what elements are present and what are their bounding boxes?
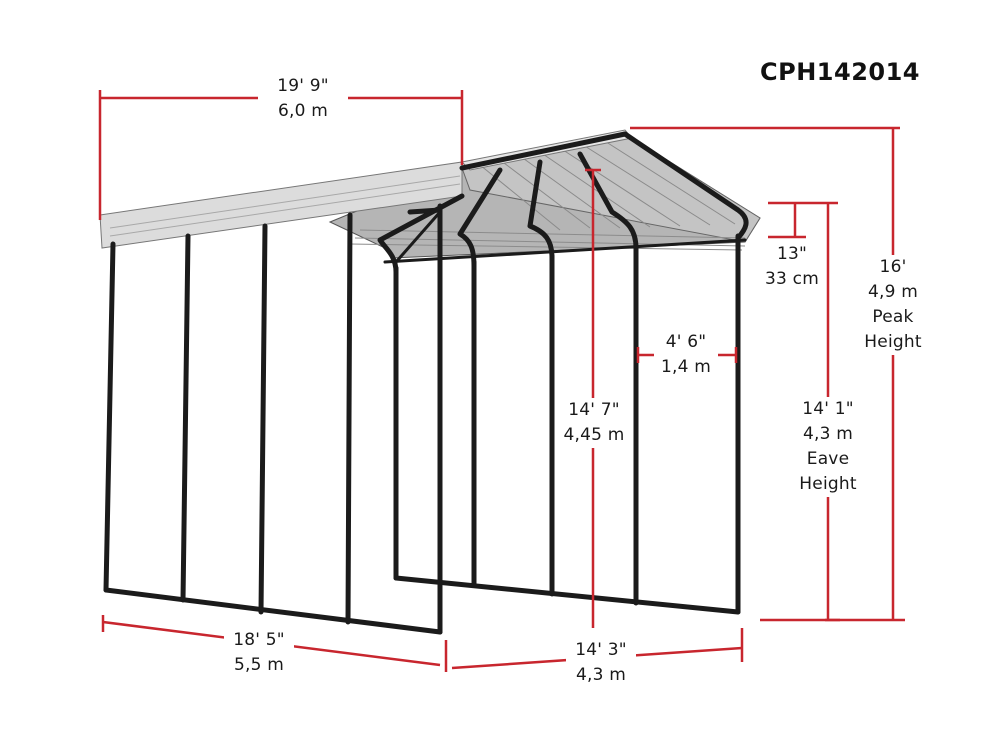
overhang-metric: 33 cm	[765, 269, 819, 289]
roof	[99, 129, 761, 259]
front-post	[345, 212, 353, 625]
eave-height-metric: 4,3 m	[803, 424, 853, 444]
peak-height-label: 16' 4,9 m Peak Height	[855, 255, 931, 355]
center-height-label: 14' 7" 4,45 m	[556, 398, 632, 448]
base-width-metric: 4,3 m	[576, 665, 626, 685]
rib-spacing-metric: 1,4 m	[654, 355, 718, 380]
peak-height-metric: 4,9 m	[868, 282, 918, 302]
roof-purlin	[459, 131, 628, 171]
overhang-label: 13" 33 cm	[760, 242, 824, 292]
frame	[103, 131, 749, 635]
roof-length-metric: 6,0 m	[278, 101, 328, 121]
overhang-imperial: 13"	[776, 244, 808, 264]
rib-spacing-imperial: 4' 6"	[654, 330, 718, 355]
side-rail	[394, 210, 442, 264]
rib	[622, 131, 749, 241]
eave-purlin	[383, 238, 747, 264]
back-base-rail	[393, 575, 741, 615]
front-base-rail	[103, 587, 443, 635]
peak-height-word1: Peak	[872, 307, 914, 327]
base-length-metric: 5,5 m	[234, 655, 284, 675]
front-post	[103, 241, 116, 593]
rib	[377, 193, 465, 275]
base-width-label: 14' 3" 4,3 m	[566, 638, 636, 688]
eave-height-imperial: 14' 1"	[802, 399, 854, 419]
center-height-imperial: 14' 7"	[568, 400, 620, 420]
roof-length-label: 19' 9" 6,0 m	[258, 74, 348, 124]
center-height-metric: 4,45 m	[563, 425, 625, 445]
front-post	[258, 223, 268, 615]
eave-height-label: 14' 1" 4,3 m Eave Height	[790, 397, 866, 497]
eave-height-word1: Eave	[806, 449, 850, 469]
rib-spacing-label: 4' 6" 1,4 m	[654, 330, 718, 380]
peak-height-word2: Height	[864, 332, 922, 352]
rib	[577, 151, 639, 251]
roof-length-imperial: 19' 9"	[277, 76, 329, 96]
rib	[407, 167, 503, 269]
eave-height-word2: Height	[799, 474, 857, 494]
model-number: CPH142014	[760, 58, 920, 86]
peak-height-imperial: 16'	[879, 257, 907, 277]
base-width-imperial: 14' 3"	[575, 640, 627, 660]
base-length-label: 18' 5" 5,5 m	[224, 628, 294, 678]
front-post	[180, 233, 191, 603]
base-length-imperial: 18' 5"	[233, 630, 285, 650]
